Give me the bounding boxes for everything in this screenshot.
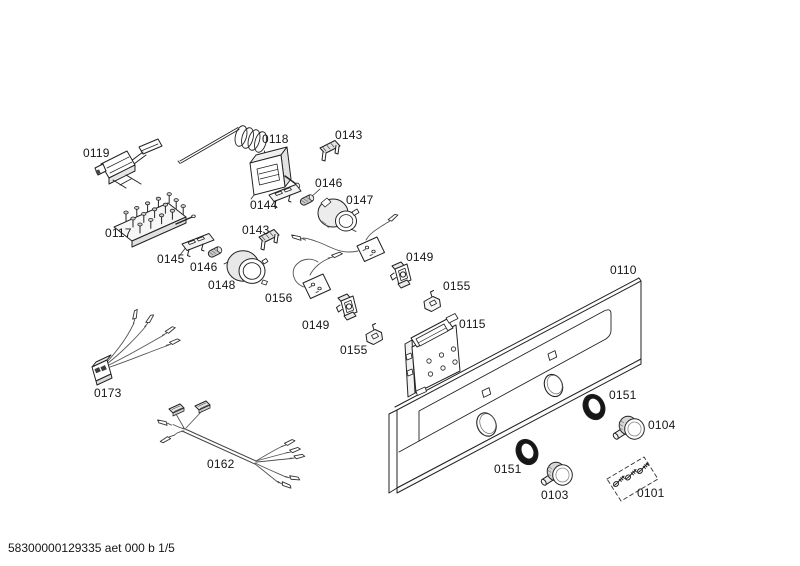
panel-square-hole (482, 388, 491, 398)
panel-square-hole (548, 351, 557, 361)
document-code-footer: 58300000129335 aet 000 b 1/5 (8, 541, 175, 555)
part-label-0151-a: 0151 (609, 388, 637, 402)
part-label-0101: 0101 (637, 486, 665, 500)
part-0151-a-drawing (578, 390, 610, 424)
part-0155-a-drawing (365, 323, 383, 345)
part-label-0104: 0104 (648, 418, 676, 432)
part-0146-b-drawing (206, 245, 224, 259)
part-label-0117: 0117 (105, 226, 132, 240)
part-0146-a-drawing (298, 189, 320, 207)
part-0149-b-drawing (390, 261, 412, 289)
panel-knob-hole (473, 410, 499, 439)
part-0119-drawing (95, 139, 162, 188)
part-label-0146-a: 0146 (315, 176, 343, 190)
part-0143-a-drawing (319, 140, 341, 162)
part-0148-drawing (224, 251, 268, 285)
part-0101-drawing (607, 457, 658, 501)
part-0117-drawing (114, 192, 195, 247)
part-label-0149-a: 0149 (302, 318, 330, 332)
part-label-0151-b: 0151 (494, 462, 522, 476)
part-0110-drawing (389, 278, 641, 493)
part-label-0149-b: 0149 (406, 250, 434, 264)
part-label-0143-a: 0143 (335, 128, 363, 142)
part-0103-drawing (539, 461, 573, 487)
part-0145-drawing (180, 233, 215, 257)
part-label-0110: 0110 (610, 263, 637, 277)
part-label-0144: 0144 (250, 198, 278, 212)
part-0155-b-drawing (423, 290, 441, 312)
part-label-0162: 0162 (207, 457, 235, 471)
part-label-0119: 0119 (83, 146, 110, 160)
panel-knob-hole (541, 372, 566, 400)
part-0104-drawing (611, 415, 645, 441)
part-0118-drawing (178, 124, 301, 199)
part-0162-drawing (156, 400, 306, 491)
part-label-0147: 0147 (346, 193, 374, 207)
part-label-0173: 0173 (94, 386, 122, 400)
part-0149-a-drawing (336, 293, 358, 321)
part-0115-drawing (405, 314, 460, 398)
part-0173-drawing (92, 308, 182, 385)
part-label-0148: 0148 (208, 278, 236, 292)
part-label-0115: 0115 (459, 317, 486, 331)
part-label-0155-a: 0155 (340, 343, 368, 357)
part-label-0118: 0118 (262, 132, 289, 146)
part-label-0103: 0103 (541, 488, 569, 502)
part-label-0145: 0145 (157, 252, 185, 266)
part-label-0155-b: 0155 (443, 279, 471, 293)
part-label-0146-b: 0146 (190, 260, 218, 274)
part-0156-drawing (290, 212, 400, 299)
part-label-0143-b: 0143 (242, 223, 270, 237)
part-label-0156: 0156 (265, 291, 293, 305)
part-0147-drawing (318, 198, 359, 232)
